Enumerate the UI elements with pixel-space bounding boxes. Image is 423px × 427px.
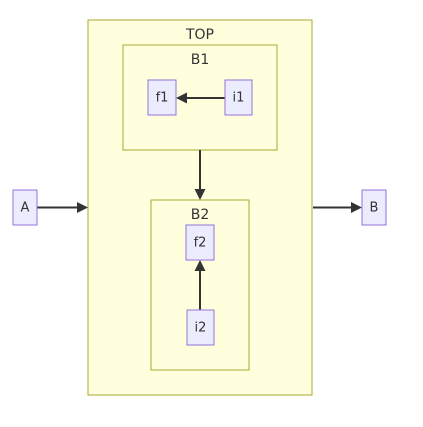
edge-i2-to-f2 <box>194 260 206 310</box>
edge-top-to-b <box>313 202 362 213</box>
cluster-b2-label: B2 <box>191 207 210 223</box>
node-i1[interactable]: i1 <box>224 79 253 116</box>
edge-i1-to-f1-arrowhead <box>176 92 187 104</box>
node-i2-box <box>186 309 215 346</box>
edge-i1-to-f1 <box>176 92 225 104</box>
cluster-b1-label: B1 <box>191 52 210 68</box>
node-f2-label: f2 <box>194 236 207 251</box>
node-a[interactable]: A <box>12 189 38 226</box>
node-f2[interactable]: f2 <box>185 224 215 261</box>
cluster-top-label: TOP <box>185 27 214 43</box>
node-f1-box <box>147 79 177 116</box>
edge-b1-to-b2-arrowhead <box>194 189 206 200</box>
node-b[interactable]: B <box>361 189 387 226</box>
edge-i2-to-f2-arrowhead <box>194 260 206 271</box>
node-i1-box <box>224 79 253 116</box>
node-i2-label: i2 <box>195 321 207 336</box>
node-i2[interactable]: i2 <box>186 309 215 346</box>
edge-a-to-top-arrowhead <box>77 202 88 213</box>
edge-b1-to-b2 <box>194 150 206 200</box>
node-f1[interactable]: f1 <box>147 79 177 116</box>
node-i1-label: i1 <box>233 91 245 106</box>
node-b-box <box>361 189 387 226</box>
node-b-label: B <box>370 201 379 216</box>
node-f2-box <box>185 224 215 261</box>
node-f1-label: f1 <box>156 91 169 106</box>
node-a-box <box>12 189 38 226</box>
edge-top-to-b-arrowhead <box>351 202 362 213</box>
edge-a-to-top <box>37 202 88 213</box>
node-a-label: A <box>21 201 30 216</box>
